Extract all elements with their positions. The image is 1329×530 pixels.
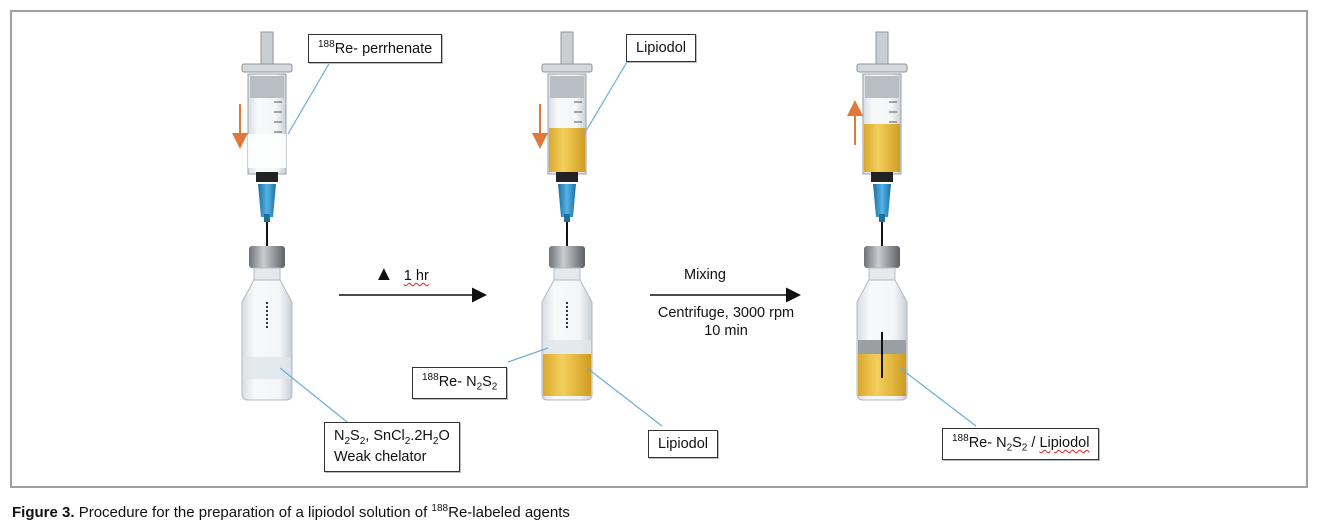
syringe-1 <box>241 31 293 222</box>
chelator-sncl: , SnCl <box>365 428 405 444</box>
lipiodol-top-text: Lipiodol <box>636 40 686 56</box>
final-sep: / <box>1027 434 1040 451</box>
caption-label: Figure 3. <box>12 504 75 521</box>
step2-line3: 10 min <box>704 323 748 340</box>
vial-3 <box>856 246 908 401</box>
step2-centrifuge: Centrifuge, 3000 rpm 10 min <box>648 304 804 340</box>
perrhenate-mass: 188 <box>318 39 335 50</box>
complex-s-sub: 2 <box>491 381 498 393</box>
perrhenate-text: Re- perrhenate <box>334 40 433 57</box>
figure-caption: Figure 3. Procedure for the preparation … <box>12 503 570 521</box>
complex-s: S <box>482 373 492 390</box>
label-chelator: N2S2, SnCl2.2H2O Weak chelator <box>324 422 460 472</box>
syringe-3 <box>856 31 908 222</box>
chelator-s-sub: 2 <box>359 435 366 447</box>
chelator-line1: N2S2, SnCl2.2H2O <box>334 427 450 448</box>
chelator-h: .2H <box>410 428 433 444</box>
procedure-diagram <box>232 31 977 427</box>
label-final-product: 188Re- N2S2 / Lipiodol <box>942 428 1100 461</box>
chelator-line2: Weak chelator <box>334 449 427 466</box>
final-lipiodol: Lipiodol <box>1039 434 1090 451</box>
label-lipiodol-top: Lipiodol <box>626 34 696 63</box>
step2-line2: Centrifuge, 3000 rpm <box>657 305 795 321</box>
complex-re: Re- N <box>438 373 477 390</box>
lipiodol-layer-vial-2 <box>543 354 591 396</box>
label-perrhenate: 188Re- perrhenate <box>308 34 443 63</box>
triangle-icon: ▲ <box>374 263 394 285</box>
pointer-lines <box>279 61 977 427</box>
chelator-h-sub: 2 <box>432 435 439 447</box>
complex-mass: 188 <box>422 372 439 383</box>
complex-n-sub: 2 <box>476 381 483 393</box>
chelator-s: S <box>350 428 360 444</box>
vial-2 <box>541 246 593 401</box>
figure-frame: 188Re- perrhenate Lipiodol N2S2, SnCl2.2… <box>10 10 1308 488</box>
chelator-n: N <box>334 428 345 444</box>
lipiodol-fill-syringe-3 <box>864 124 900 172</box>
step2-line1: Mixing <box>684 267 726 283</box>
caption-text-before: Procedure for the preparation of a lipio… <box>78 504 428 521</box>
label-lipiodol-bottom: Lipiodol <box>648 430 718 459</box>
caption-mass: 188 <box>431 503 449 514</box>
lipiodol-bottom-text: Lipiodol <box>658 436 708 452</box>
syringe-unit-1 <box>232 31 293 401</box>
syringe-2 <box>541 31 593 222</box>
chelator-n-sub: 2 <box>344 435 351 447</box>
final-n-sub: 2 <box>1006 442 1013 454</box>
final-s: S <box>1012 434 1022 451</box>
vial-1 <box>241 246 293 401</box>
final-s-sub: 2 <box>1021 442 1028 454</box>
final-mass: 188 <box>952 433 969 444</box>
caption-text-after: Re-labeled agents <box>448 504 570 521</box>
chelator-cl-sub: 2 <box>404 435 411 447</box>
chelator-o: O <box>438 428 450 444</box>
step1-label: ▲ 1 hr <box>374 262 429 287</box>
label-complex: 188Re- N2S2 <box>412 367 508 400</box>
syringe-unit-2 <box>532 31 593 401</box>
syringe-unit-3 <box>847 31 908 401</box>
step2-mixing: Mixing <box>684 266 726 284</box>
final-re: Re- N <box>968 434 1007 451</box>
step1-time: 1 hr <box>403 268 429 284</box>
lipiodol-fill-syringe-2 <box>549 128 585 172</box>
